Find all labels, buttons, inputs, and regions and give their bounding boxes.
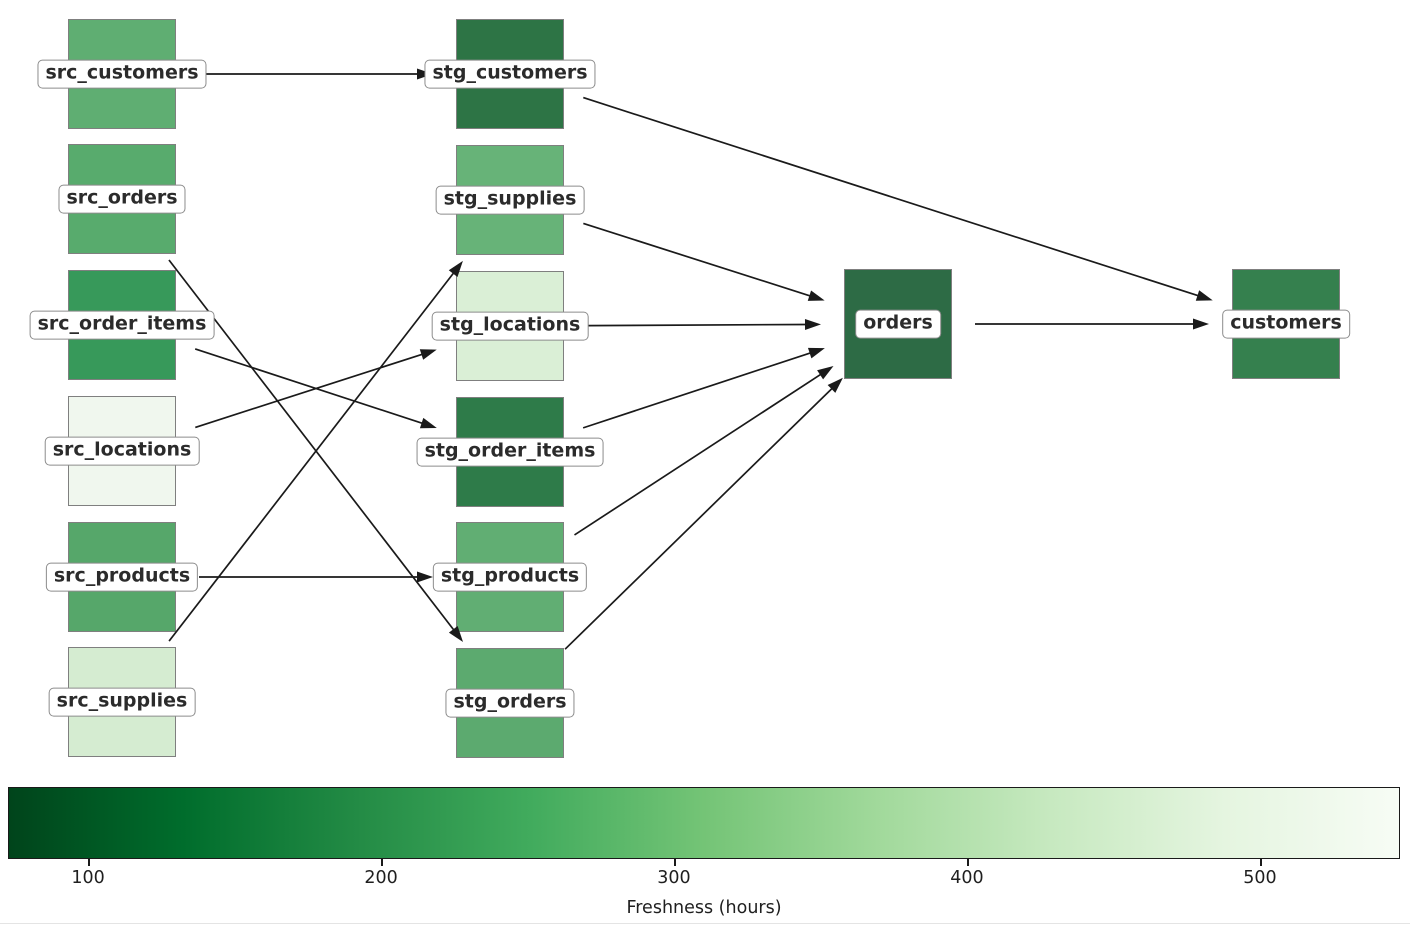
node-label-stg_supplies[interactable]: stg_supplies [435,185,585,215]
node-label-src_products[interactable]: src_products [45,562,199,592]
figure-bottom-border [0,923,1410,924]
node-label-stg_customers[interactable]: stg_customers [424,59,596,89]
node-label-stg_products[interactable]: stg_products [432,562,588,592]
colorbar-tick-label-200: 200 [364,868,398,888]
node-label-src_order_items[interactable]: src_order_items [29,310,215,340]
colorbar-tick-400 [966,859,969,866]
edge-stg_products-to-orders [574,366,834,536]
node-label-stg_order_items[interactable]: stg_order_items [416,437,604,467]
edge-orders-to-customers [975,318,1209,330]
node-label-src_supplies[interactable]: src_supplies [48,687,196,717]
colorbar-tick-300 [673,859,676,866]
edge-src_locations-to-stg_locations [195,349,437,429]
edge-src_supplies-to-stg_supplies [168,260,463,642]
edge-src_order_items-to-stg_order_items [194,348,437,429]
colorbar-axis-label: Freshness (hours) [626,898,782,918]
edge-src_orders-to-stg_orders [168,259,464,642]
node-label-src_locations[interactable]: src_locations [44,436,200,466]
edge-src_customers-to-stg_customers [199,68,433,80]
colorbar-tick-200 [381,859,383,866]
node-label-orders[interactable]: orders [855,309,941,339]
colorbar-tick-label-400: 400 [950,868,984,888]
colorbar-tick-100 [88,859,90,866]
node-label-src_orders[interactable]: src_orders [58,184,186,214]
node-label-src_customers[interactable]: src_customers [37,59,207,89]
edge-src_products-to-stg_products [199,571,433,583]
colorbar-tick-500 [1259,859,1262,866]
edge-stg_order_items-to-orders [582,347,825,429]
edge-stg_customers-to-customers [583,96,1213,301]
node-label-customers[interactable]: customers [1222,309,1350,339]
edge-stg_orders-to-orders [564,377,843,650]
colorbar-tick-label-100: 100 [71,868,105,888]
colorbar-tick-label-500: 500 [1243,868,1277,888]
node-label-stg_orders[interactable]: stg_orders [445,688,575,718]
edge-stg_locations-to-orders [586,318,822,330]
colorbar-tick-label-300: 300 [657,868,691,888]
node-label-stg_locations[interactable]: stg_locations [431,311,589,341]
colorbar-gradient [8,787,1400,859]
edge-stg_supplies-to-orders [583,222,825,301]
